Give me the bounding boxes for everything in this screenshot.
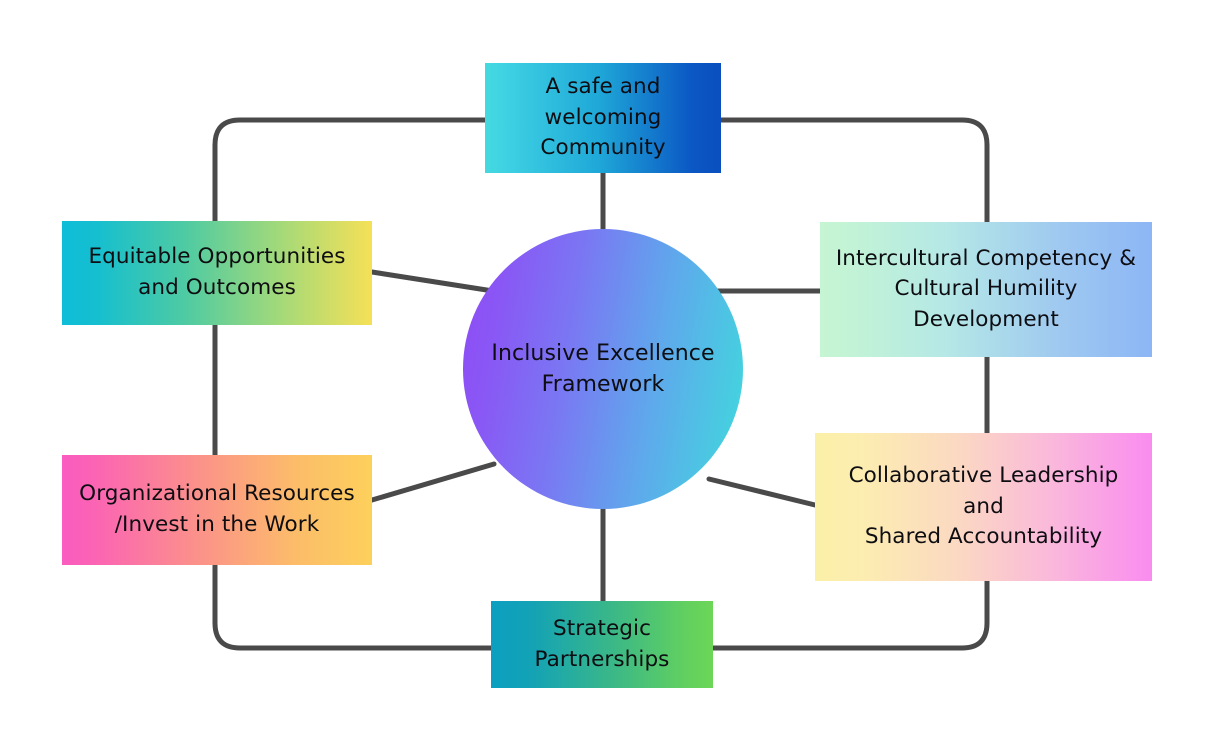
- node-inclusive-excellence-framework[interactable]: Inclusive Excellence Framework: [463, 229, 743, 509]
- ring-path-right: [710, 117, 990, 651]
- spoke-center-to-organizational: [369, 461, 497, 503]
- node-intercultural-competency[interactable]: Intercultural Competency & Cultural Humi…: [820, 222, 1152, 357]
- node-collaborative-leadership[interactable]: Collaborative Leadership and Shared Acco…: [815, 433, 1152, 581]
- ring-path-left: [212, 117, 494, 651]
- spoke-center-to-collaborative: [706, 476, 818, 508]
- node-organizational-resources[interactable]: Organizational Resources /Invest in the …: [62, 455, 372, 565]
- spoke-center-to-equitable: [369, 269, 496, 294]
- node-safe-welcoming-community[interactable]: A safe and welcoming Community: [485, 63, 721, 173]
- node-equitable-opportunities[interactable]: Equitable Opportunities and Outcomes: [62, 221, 372, 325]
- node-strategic-partnerships[interactable]: Strategic Partnerships: [491, 601, 713, 688]
